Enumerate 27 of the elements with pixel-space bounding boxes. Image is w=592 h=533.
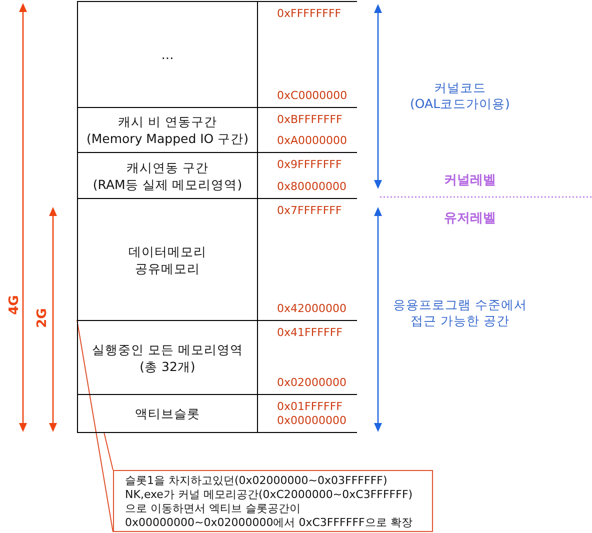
level-label: 커널레벨 <box>443 173 497 189</box>
leader-line <box>104 432 114 470</box>
leader-line <box>76 320 114 532</box>
address-label: 0xA0000000 <box>277 134 348 147</box>
range-label: 응용프로그램 수준에서 접근 가능한 공간 <box>392 297 528 329</box>
memory-region: 캐시 비 연동구간 (Memory Mapped IO 구간) <box>77 107 258 153</box>
address-label: 0x41FFFFFF <box>277 326 342 339</box>
dimension-label: 4G <box>7 294 23 317</box>
memory-region: … <box>77 1 258 108</box>
address-label: 0x02000000 <box>277 376 346 389</box>
memory-region: 실행중인 모든 메모리영역 (총 32개) <box>77 320 258 395</box>
level-label: 유저레벨 <box>443 211 497 227</box>
memory-region: 액티브슬롯 <box>77 394 258 433</box>
address-label: 0x7FFFFFFF <box>277 204 342 217</box>
callout-note: 슬롯1을 차지하고있던(0x02000000~0x03FFFFFF) NK,exe가 커널 메모리공간(0xC2000000~0xC3FFFFFF)으로 이동하면서 엑티브 슬롯공간이 0x00000000~0x02000000에서 0xC3FFFFFF으로 확장 <box>113 470 433 532</box>
address-label: 0xBFFFFFFF <box>277 113 342 126</box>
address-label: 0x9FFFFFFF <box>277 158 342 171</box>
address-label: 0x00000000 <box>277 414 346 427</box>
address-label: 0xFFFFFFFF <box>277 7 342 20</box>
address-label: 0xC0000000 <box>277 89 348 102</box>
address-label: 0x42000000 <box>277 302 346 315</box>
address-label: 0x80000000 <box>277 180 346 193</box>
memory-region: 데이터메모리 공유메모리 <box>77 198 258 321</box>
memory-region: 캐시연동 구간 (RAM등 실제 메모리영역) <box>77 152 258 199</box>
address-label: 0x01FFFFFF <box>277 400 342 413</box>
range-label: 커널코드 (OAL코드가이용) <box>409 80 511 112</box>
dimension-label: 2G <box>35 307 51 330</box>
